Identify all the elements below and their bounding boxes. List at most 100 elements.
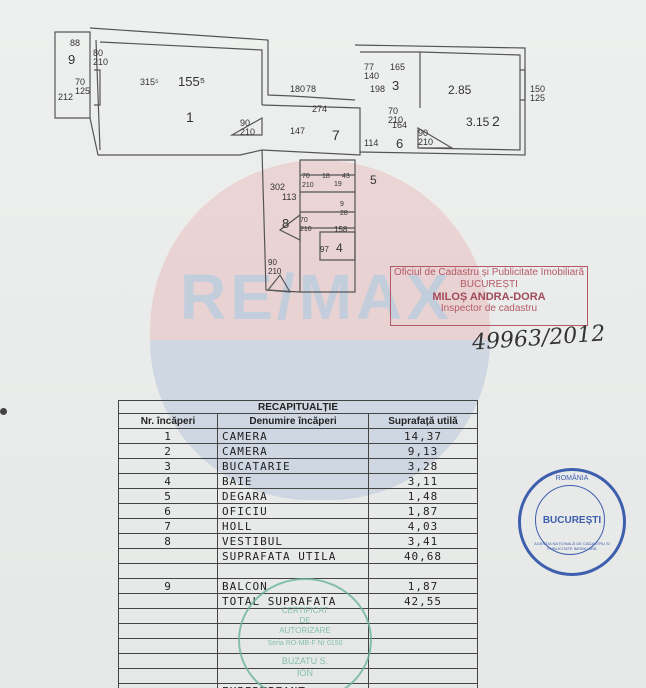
cell-nr xyxy=(118,653,218,669)
cell-name xyxy=(217,563,369,579)
cell-area xyxy=(368,683,478,688)
dim-315-left: 315⁵ xyxy=(140,77,159,87)
cell-area: 1,87 xyxy=(368,578,478,594)
table-title: RECAPITUALȚIE xyxy=(118,400,478,414)
cell-area: 9,13 xyxy=(368,443,478,459)
dim-302: 302 xyxy=(270,182,285,192)
room-4-label: 4 xyxy=(336,241,343,255)
cell-name: BAIE xyxy=(217,473,369,489)
cell-nr: 2 xyxy=(118,443,218,459)
cell-area: 14,37 xyxy=(368,428,478,444)
stamp-green-line2: DE xyxy=(299,616,311,625)
cell-nr: 1 xyxy=(118,428,218,444)
dim-97: 97 xyxy=(320,245,329,254)
cell-nr: 5 xyxy=(118,488,218,504)
dim-147: 147 xyxy=(290,126,305,136)
room-1-label: 1 xyxy=(186,109,194,125)
cell-area xyxy=(368,623,478,639)
round-stamp-authorization: CERTIFICAT DE AUTORIZARE Seria RO-MB-F N… xyxy=(238,578,372,688)
dim-198: 198 xyxy=(370,84,385,94)
cell-area xyxy=(368,638,478,654)
cell-name: VESTIBUL xyxy=(217,533,369,549)
dim-315-right: 3.15 xyxy=(466,115,490,129)
dim-114: 114 xyxy=(364,138,378,148)
room-7-label: 7 xyxy=(332,127,340,143)
cell-name: HOLL xyxy=(217,518,369,534)
cell-name: SUPRAFATA UTILA xyxy=(217,548,369,564)
cell-area: 3,11 xyxy=(368,473,478,489)
cadastre-stamp-role: Inspector de cadastru xyxy=(440,303,538,314)
cell-area: 42,55 xyxy=(368,593,478,609)
dim-43: 43 xyxy=(342,173,350,180)
header-area: Suprafață utilă xyxy=(368,413,478,429)
cell-nr xyxy=(118,548,218,564)
cell-nr: 6 xyxy=(118,503,218,519)
dim-113: 113 xyxy=(282,192,296,202)
dim-18: 18 xyxy=(322,173,330,180)
cell-nr xyxy=(118,638,218,654)
dim-274: 274 xyxy=(312,104,327,114)
cell-nr: 9 xyxy=(118,578,218,594)
cadastre-stamp-line1: Oficiul de Cadastru și Publicitate Imobi… xyxy=(393,267,585,278)
cadastre-stamp: Oficiul de Cadastru și Publicitate Imobi… xyxy=(390,266,588,326)
cell-area: 3,41 xyxy=(368,533,478,549)
stamp-green-line5: BUZATU S. xyxy=(281,656,329,666)
dim-165: 165 xyxy=(390,62,405,72)
cell-nr: 8 xyxy=(118,533,218,549)
table-row xyxy=(118,563,478,579)
room-5-label: 5 xyxy=(370,173,377,187)
room-6-label: 6 xyxy=(396,136,403,151)
cell-nr xyxy=(118,683,218,688)
cell-area xyxy=(368,563,478,579)
header-nr: Nr. încăperi xyxy=(118,413,218,429)
dim-155: 155⁵ xyxy=(178,74,205,89)
stamp-green-line6: ION xyxy=(296,668,313,678)
dim-78: 78 xyxy=(306,84,316,94)
room-9-label: 9 xyxy=(68,52,75,67)
cell-name: CAMERA xyxy=(217,443,369,459)
cell-area: 4,03 xyxy=(368,518,478,534)
hole-punch xyxy=(0,408,7,415)
cell-nr: 7 xyxy=(118,518,218,534)
room-8-label: 8 xyxy=(282,216,289,231)
cell-area xyxy=(368,608,478,624)
cadastre-stamp-line2: BUCUREȘTI xyxy=(460,279,518,290)
cell-nr: 4 xyxy=(118,473,218,489)
room-3-label: 3 xyxy=(392,78,399,93)
stamp-green-line4: Seria RO-MB-F Nr 0150 xyxy=(267,640,343,647)
cadastre-stamp-name: MILOȘ ANDRA-DORA xyxy=(432,291,546,303)
cell-nr xyxy=(118,563,218,579)
dim-158: 158 xyxy=(334,225,348,234)
cell-area: 1,87 xyxy=(368,503,478,519)
cell-area: 3,28 xyxy=(368,458,478,474)
cell-nr xyxy=(118,623,218,639)
cell-name: BUCATARIE xyxy=(217,458,369,474)
stamp-green-line1: CERTIFICAT xyxy=(281,606,329,615)
dim-180: 180 xyxy=(290,84,305,94)
cell-nr xyxy=(118,593,218,609)
cell-area: 1,48 xyxy=(368,488,478,504)
cell-area xyxy=(368,668,478,684)
dim-212: 212 xyxy=(58,92,73,102)
dim-88: 88 xyxy=(70,38,80,48)
cell-name: OFICIU xyxy=(217,503,369,519)
dim-19: 19 xyxy=(334,181,342,188)
stamp-blue-ring: AGENȚIA NAȚIONALĂ DE CADASTRU ȘI PUBLICI… xyxy=(534,541,610,551)
